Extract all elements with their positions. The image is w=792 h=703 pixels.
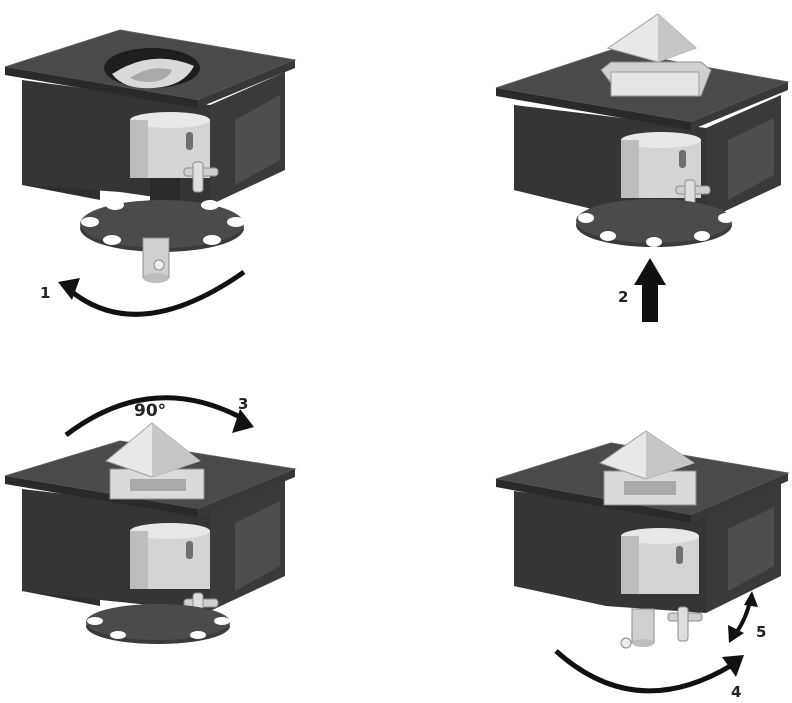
star-wheel-2 bbox=[576, 199, 734, 247]
step-5-label: 5 bbox=[756, 623, 766, 641]
up-arrow-2-icon bbox=[634, 258, 666, 322]
bracket-illustration-2 bbox=[396, 0, 792, 351]
panel-step-1: 1 bbox=[0, 0, 396, 351]
angle-label-90: 90° bbox=[134, 401, 166, 421]
step-1-label: 1 bbox=[40, 284, 50, 302]
bracket-illustration-4 bbox=[396, 351, 792, 703]
step-4-label: 4 bbox=[731, 683, 741, 701]
star-wheel-3 bbox=[86, 604, 230, 644]
bracket-illustration-3 bbox=[0, 351, 396, 703]
bracket-illustration-1 bbox=[0, 0, 396, 351]
rotation-arrow-4-icon bbox=[556, 651, 744, 691]
step-2-label: 2 bbox=[618, 288, 628, 306]
panel-step-3: 90° 3 bbox=[0, 351, 396, 703]
panel-step-2: 2 bbox=[396, 0, 792, 351]
step-3-label: 3 bbox=[238, 395, 248, 413]
panel-step-4-5: 4 5 bbox=[396, 351, 792, 703]
